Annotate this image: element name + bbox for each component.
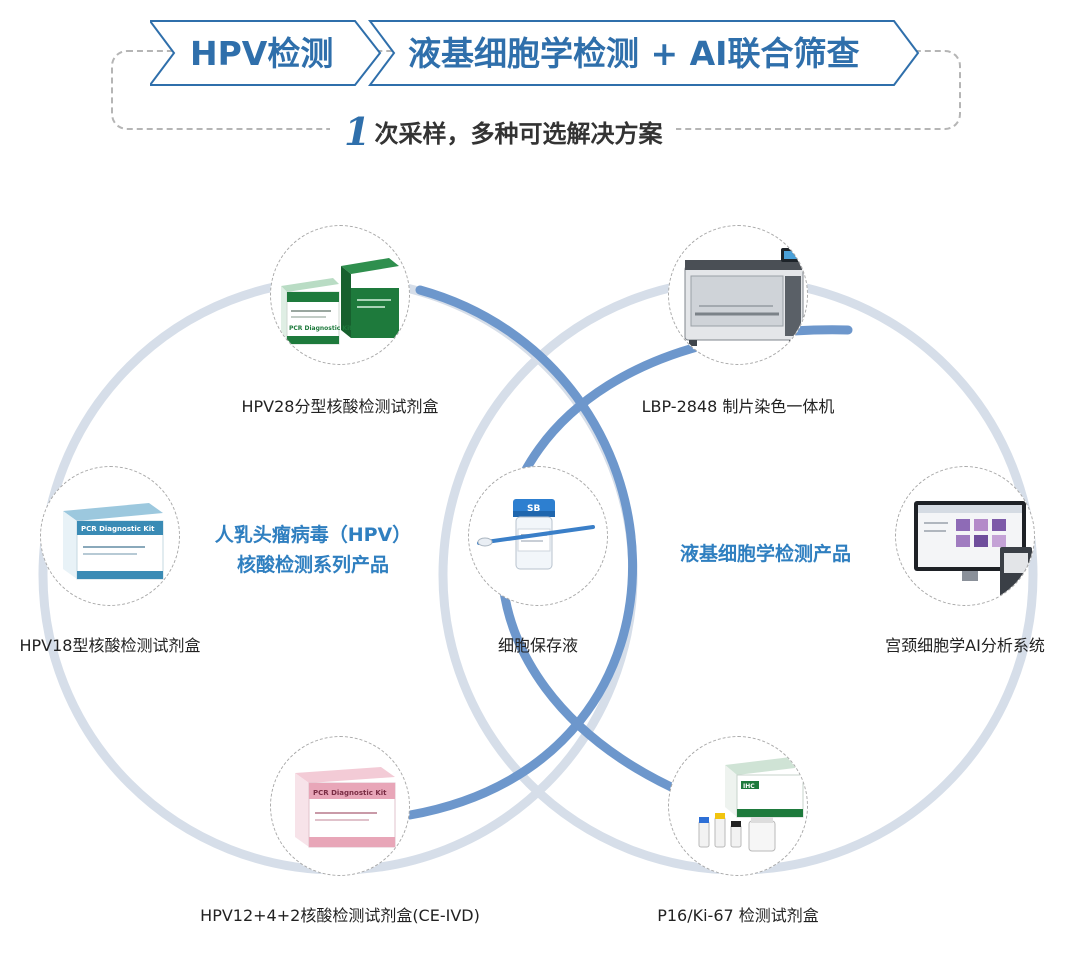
hpv18-kit-image: PCR Diagnostic Kit	[63, 503, 164, 580]
ai-system-image	[914, 501, 1032, 597]
caption-hpv28: HPV28分型核酸检测试剂盒	[241, 397, 439, 416]
caption-cell-preservation: 细胞保存液	[497, 636, 579, 655]
caption-lbp2848: LBP-2848 制片染色一体机	[641, 397, 835, 416]
caption-p16: P16/Ki-67 检测试剂盒	[657, 906, 819, 925]
banner-tag-hpv-shape	[150, 20, 382, 86]
banner-tag-lbc-shape	[368, 20, 920, 86]
subtitle: 1 次采样，多种可选解决方案	[330, 108, 677, 154]
node-hpv28-kit[interactable]: PCR Diagnostic Kit	[270, 225, 410, 365]
subtitle-text: 次采样，多种可选解决方案	[374, 119, 663, 148]
header-banner-shapes	[150, 20, 920, 86]
group-label-hpv-line2: 核酸检测系列产品	[236, 554, 389, 576]
caption-hpv12: HPV12+4+2核酸检测试剂盒(CE-IVD)	[200, 906, 480, 925]
vial-cap-label: SB	[527, 504, 540, 514]
p16-kit-image: IHC	[698, 757, 804, 852]
lbp2848-instrument-image	[684, 248, 805, 346]
caption-hpv18: HPV18型核酸检测试剂盒	[19, 636, 201, 655]
caption-ai-system: 宫颈细胞学AI分析系统	[885, 636, 1045, 655]
banner-tag-hpv: HPV检测	[190, 34, 334, 73]
hpv18-kit-box-label: PCR Diagnostic Kit	[81, 525, 155, 533]
banner-tag-lbc-ai: 液基细胞学检测 + AI联合筛查	[408, 34, 860, 73]
p16-kit-box-label: IHC	[743, 783, 755, 790]
node-cell-preservation[interactable]: SB	[468, 466, 608, 606]
preservation-vial-image: SB	[477, 499, 595, 570]
group-label-hpv-line1: 人乳头瘤病毒（HPV）	[214, 524, 412, 546]
hpv12-kit-box-label: PCR Diagnostic Kit	[313, 789, 387, 797]
hpv28-kit-image: PCR Diagnostic Kit	[281, 258, 399, 345]
node-lbp2848[interactable]	[668, 225, 808, 365]
hpv28-kit-box-label: PCR Diagnostic Kit	[289, 325, 352, 332]
lbc-arc	[405, 285, 637, 820]
hpv12-kit-image: PCR Diagnostic Kit	[295, 767, 396, 848]
group-label-hpv: 人乳头瘤病毒（HPV） 核酸检测系列产品	[208, 520, 418, 580]
group-label-lbc: 液基细胞学检测产品	[679, 543, 851, 565]
node-p16-kit[interactable]: IHC	[668, 736, 808, 876]
node-ai-system[interactable]	[895, 466, 1035, 606]
node-hpv12-kit[interactable]: PCR Diagnostic Kit	[270, 736, 410, 876]
subtitle-number: 1	[344, 108, 371, 154]
node-hpv18-kit[interactable]: PCR Diagnostic Kit	[40, 466, 180, 606]
